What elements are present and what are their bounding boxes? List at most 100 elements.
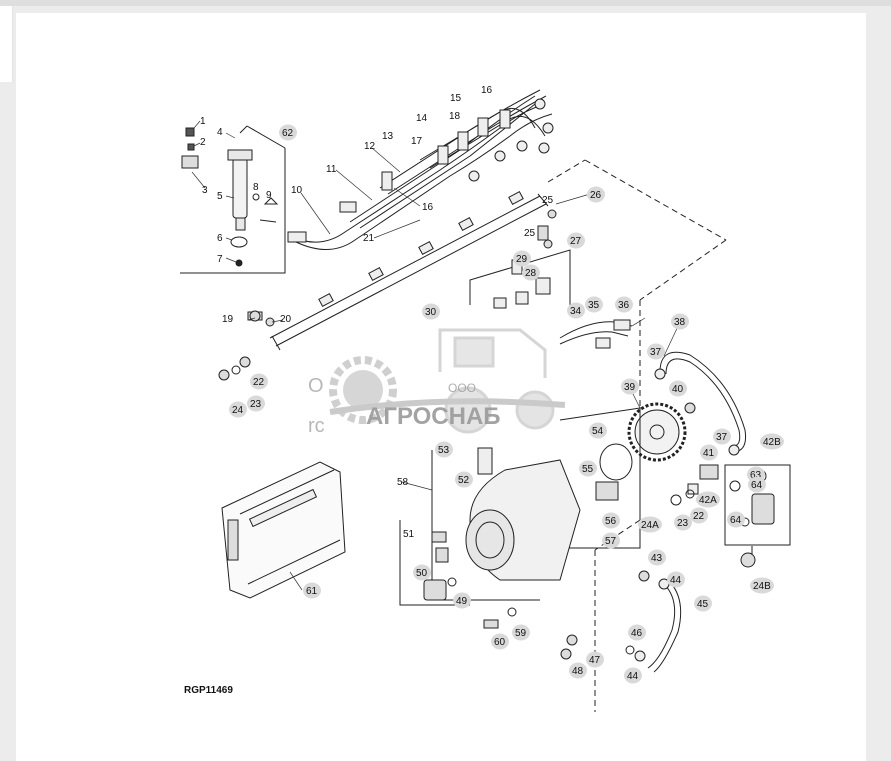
- callout-highlight: [567, 302, 585, 319]
- callout-highlight: [522, 264, 540, 281]
- callout-highlight: [455, 471, 473, 488]
- callout-highlight: [512, 624, 530, 641]
- callout-label: 25: [524, 228, 536, 239]
- callout-label: 28: [525, 268, 537, 279]
- callout-label: 19: [222, 314, 234, 325]
- callout-label: 11: [326, 164, 337, 175]
- watermark-prefix: ООО: [448, 381, 476, 395]
- callout-label: 44: [627, 671, 639, 682]
- callout-highlight: [696, 491, 720, 508]
- callout-label: 55: [582, 464, 594, 475]
- callout-highlight: [602, 532, 620, 549]
- drive-gear: [627, 402, 696, 462]
- callout-label: 34: [570, 306, 582, 317]
- callout-highlight: [694, 595, 712, 612]
- callout-label: 37: [716, 432, 728, 443]
- callout-highlight: [628, 624, 646, 641]
- pipe-45: [634, 578, 682, 673]
- callout-label: 64: [751, 480, 763, 491]
- callout-highlight: [669, 380, 687, 397]
- left-side-strip: [0, 6, 13, 82]
- callout-label: 21: [363, 233, 375, 244]
- pump-box: [431, 407, 641, 601]
- callout-label: 6: [217, 233, 223, 244]
- callout-label: 27: [570, 236, 582, 247]
- callout-label: 36: [618, 300, 630, 311]
- callout-highlight: [667, 571, 685, 588]
- callout-label: 35: [588, 300, 600, 311]
- callout-highlight: [671, 313, 689, 330]
- fuel-rail: [247, 190, 549, 351]
- callout-label: 59: [515, 628, 527, 639]
- callout-highlight: [750, 577, 774, 594]
- callout-label: 54: [592, 426, 604, 437]
- callout-highlight: [621, 378, 639, 395]
- callout-label: 63: [750, 470, 762, 481]
- callout-label: 58: [397, 477, 409, 488]
- callout-label: 56: [605, 516, 617, 527]
- callout-label: 3: [202, 185, 208, 196]
- callout-label: 24B: [753, 581, 771, 592]
- watermark-letters-rc: rc: [308, 415, 325, 437]
- callout-highlight: [435, 441, 453, 458]
- callout-label: 7: [217, 254, 223, 265]
- callout-highlight: [491, 633, 509, 650]
- callout-label: 61: [306, 586, 318, 597]
- callout-label: 22: [693, 511, 705, 522]
- callout-highlight: [422, 303, 440, 320]
- callout-highlight: [713, 428, 731, 445]
- callout-highlight: [615, 296, 633, 313]
- callout-highlight: [413, 564, 431, 581]
- callout-label: 47: [589, 655, 601, 666]
- callout-label: 25: [542, 195, 554, 206]
- callout-label: 30: [425, 307, 437, 318]
- callout-label: 50: [416, 568, 428, 579]
- fittings-41: [670, 464, 741, 506]
- callout-highlight: [624, 667, 642, 684]
- fitting-box-42b: [724, 464, 791, 568]
- callout-highlight: [247, 395, 265, 412]
- callout-label: 5: [217, 191, 223, 202]
- callout-highlight: [727, 511, 745, 528]
- callout-highlight: [250, 373, 268, 390]
- injector-assembly-box: [180, 125, 286, 274]
- callout-label: 14: [416, 113, 428, 124]
- pipe-38: [654, 351, 746, 456]
- callout-label: 51: [403, 529, 415, 540]
- callout-label: 18: [449, 111, 461, 122]
- watermark-logo: [329, 328, 566, 434]
- callout-highlight: [569, 662, 587, 679]
- callout-label: 62: [282, 128, 294, 139]
- callout-label: 41: [703, 448, 715, 459]
- callout-label: 16: [481, 85, 493, 96]
- figure-reference-code: RGP11469: [184, 685, 233, 696]
- callout-highlight: [453, 592, 471, 609]
- callout-label: 10: [291, 185, 303, 196]
- callout-label: 4: [217, 127, 223, 138]
- top-bar: [0, 0, 891, 6]
- callout-label: 40: [672, 384, 684, 395]
- callout-label: 38: [674, 317, 686, 328]
- callout-highlight: [279, 124, 297, 141]
- callout-labels: 1 2 3 4 5 6 7 8 9 10 11 12 13 14 15 16 1…: [200, 85, 784, 684]
- callout-label: 8: [253, 182, 259, 193]
- callout-highlight: [648, 549, 666, 566]
- injector-lines: [287, 89, 554, 251]
- callout-label: 57: [605, 536, 617, 547]
- callout-label: 26: [590, 190, 602, 201]
- ecu-module: [221, 461, 346, 599]
- callout-highlight: [513, 250, 531, 267]
- callout-label: 20: [280, 314, 292, 325]
- callout-label: 42A: [699, 495, 717, 506]
- return-lines: [559, 319, 633, 349]
- callout-highlight: [586, 651, 604, 668]
- callout-label: 24A: [641, 520, 659, 531]
- callout-label: 64: [730, 515, 742, 526]
- callout-label: 48: [572, 666, 584, 677]
- callout-label: 23: [250, 399, 262, 410]
- callout-label: 52: [458, 475, 470, 486]
- callout-highlight: [587, 186, 605, 203]
- callout-label: 37: [650, 347, 662, 358]
- callout-highlight: [638, 516, 662, 533]
- callout-highlight: [567, 232, 585, 249]
